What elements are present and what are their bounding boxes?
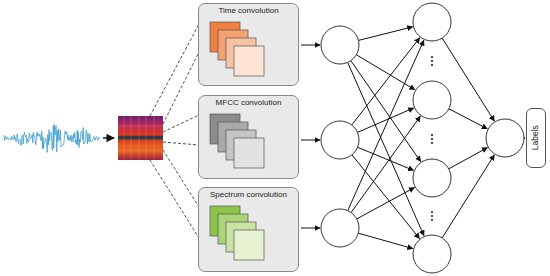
- ellipsis-dot: [431, 142, 433, 144]
- connection-arrow: [352, 38, 420, 125]
- neuron: [321, 121, 359, 159]
- panel-title: Spectrum convolution: [199, 188, 298, 200]
- neuron: [413, 159, 451, 197]
- ellipsis-dot: [431, 134, 433, 136]
- neural-network: [301, 3, 525, 273]
- ellipsis-dot: [431, 60, 433, 62]
- neuron: [486, 119, 524, 157]
- waveform-path: [4, 125, 100, 153]
- spectrogram: [118, 116, 163, 160]
- connection-arrow: [348, 40, 424, 210]
- connection-arrow: [358, 27, 412, 41]
- neuron: [321, 209, 359, 247]
- connection-arrow: [357, 188, 415, 219]
- ellipsis-dot: [431, 219, 433, 221]
- flow-arrow: [103, 137, 114, 138]
- feature-maps: [199, 4, 298, 85]
- connection-arrow: [358, 233, 412, 248]
- connection-arrow: [301, 45, 320, 46]
- spectrum-convolution-panel: Spectrum convolution: [198, 187, 299, 272]
- neuron: [413, 81, 451, 119]
- feature-maps: [199, 96, 298, 178]
- connection-arrow: [301, 140, 320, 141]
- ellipsis-dot: [431, 215, 433, 217]
- feature-map: [234, 230, 264, 260]
- feature-map: [234, 46, 264, 76]
- connection-arrow: [358, 147, 414, 170]
- labels-box: Labels: [526, 108, 546, 168]
- mfcc-convolution-panel: MFCC convolution: [198, 95, 299, 179]
- connection-arrow: [351, 116, 420, 212]
- panel-title: Time convolution: [199, 4, 298, 16]
- connection-arrow: [351, 61, 421, 162]
- feature-map: [234, 138, 264, 168]
- time-convolution-panel: Time convolution: [198, 3, 299, 86]
- ellipsis-dot: [431, 56, 433, 58]
- connection-arrow: [356, 55, 415, 90]
- output-label: Labels: [531, 125, 540, 150]
- connection-arrow: [348, 62, 424, 235]
- ellipsis-dot: [431, 138, 433, 140]
- connection-arrow: [442, 155, 494, 238]
- connection-arrow: [301, 228, 320, 229]
- neuron: [413, 235, 451, 273]
- connection-arrow: [357, 108, 413, 132]
- neuron: [413, 3, 451, 41]
- waveform: [4, 125, 100, 153]
- connection-arrow: [449, 109, 487, 129]
- feature-maps: [199, 188, 298, 271]
- ellipsis-dot: [431, 211, 433, 213]
- connection-arrow: [449, 148, 488, 169]
- panel-title: MFCC convolution: [199, 96, 298, 108]
- connection-arrow: [442, 38, 494, 121]
- neuron: [321, 26, 359, 64]
- ellipsis-dot: [431, 64, 433, 66]
- dashed-lines: [150, 24, 199, 238]
